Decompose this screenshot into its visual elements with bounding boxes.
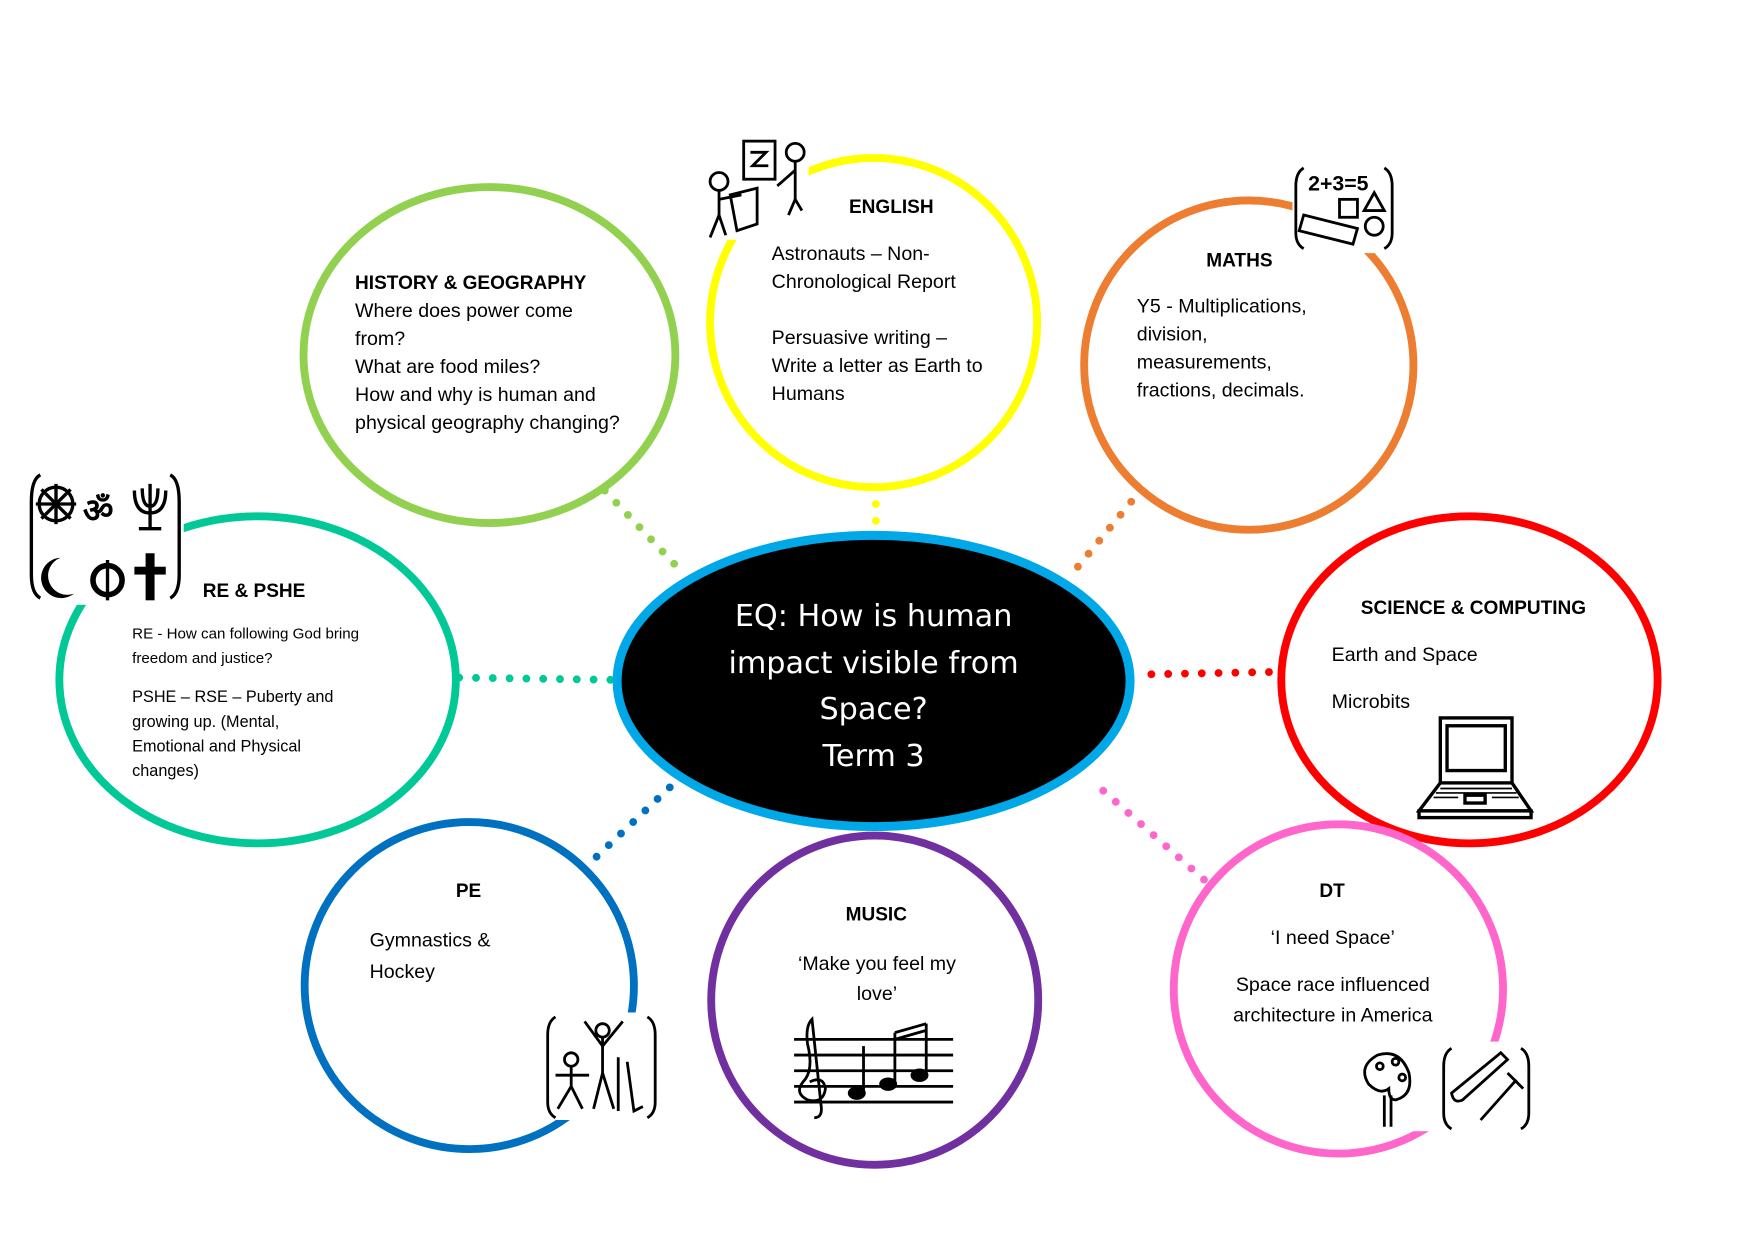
maths-icon-text: 2+3=5 xyxy=(1308,171,1368,195)
music-notes-icon xyxy=(794,1016,954,1120)
english-line: Chronological Report xyxy=(771,269,956,293)
pe-line: Gymnastics & xyxy=(369,928,491,951)
connector-history xyxy=(600,486,690,580)
history-line: from? xyxy=(355,327,406,350)
eq-line: impact visible from xyxy=(728,645,1019,681)
gymnastics-hockey-icon xyxy=(546,1015,657,1119)
maths-bubble xyxy=(1080,196,1418,534)
history-line: How and why is human and xyxy=(355,383,596,406)
pshe-line: growing up. (Mental, xyxy=(132,713,280,732)
svg-text:ॐ: ॐ xyxy=(83,490,114,530)
music-line: ‘Make you feel my xyxy=(797,952,956,975)
connector-pe xyxy=(580,783,674,872)
history-line: What are food miles? xyxy=(355,355,541,378)
connector-re xyxy=(455,673,615,684)
re-text: RE - How can following God bring freedom… xyxy=(132,622,359,784)
maths-line: Y5 - Multiplications, xyxy=(1136,294,1307,317)
dt-line: architecture in America xyxy=(1233,1003,1433,1026)
english-line: Humans xyxy=(771,381,845,405)
maths-line: fractions, decimals. xyxy=(1136,378,1305,401)
center-bubble xyxy=(612,530,1135,832)
re-line: freedom and justice? xyxy=(132,649,273,667)
art-tools-icon xyxy=(1363,1047,1531,1131)
laptop-icon xyxy=(1415,716,1535,820)
pe-bubble xyxy=(300,818,638,1154)
dt-line: Space race influenced xyxy=(1235,973,1430,996)
maths-text: Y5 - Multiplications, division, measurem… xyxy=(1137,292,1307,404)
music-line: love’ xyxy=(856,982,898,1005)
re-line: RE - How can following God bring xyxy=(132,624,360,642)
music-bubble xyxy=(707,831,1043,1169)
history-line: physical geography changing? xyxy=(355,411,620,434)
history-text: HISTORY & GEOGRAPHY Where does power com… xyxy=(355,269,620,437)
science-line: Earth and Space xyxy=(1331,642,1478,666)
maths-line: measurements, xyxy=(1136,350,1272,373)
music-text: ‘Make you feel my love’ xyxy=(765,949,989,1009)
dt-line: ‘I need Space’ xyxy=(1270,926,1395,949)
essential-question: EQ: How is human impact visible from Spa… xyxy=(672,594,1075,780)
history-title: HISTORY & GEOGRAPHY xyxy=(355,272,587,294)
dt-bubble xyxy=(1169,820,1507,1158)
history-line: Where does power come xyxy=(355,299,573,322)
eq-line: EQ: How is human xyxy=(734,599,1013,634)
pe-line: Hockey xyxy=(369,959,435,983)
science-bubble xyxy=(1277,512,1662,848)
english-line: Astronauts – Non- xyxy=(771,241,930,265)
english-line: Write a letter as Earth to xyxy=(771,353,983,377)
english-text: Astronauts – Non- Chronological Report P… xyxy=(772,240,983,408)
history-bubble xyxy=(299,183,680,527)
re-bubble xyxy=(55,512,460,848)
maths-line: division, xyxy=(1136,322,1208,345)
pshe-line: Emotional and Physical xyxy=(132,738,301,756)
maths-symbols-icon: 2+3=5 xyxy=(1294,166,1394,250)
pe-title: PE xyxy=(455,880,482,902)
teacher-presentation-icon xyxy=(708,139,806,238)
pshe-line: PSHE – RSE – Puberty and xyxy=(132,688,334,707)
music-title: MUSIC xyxy=(845,903,907,926)
pe-text: Gymnastics & Hockey xyxy=(370,924,491,987)
re-title: RE & PSHE xyxy=(202,580,306,602)
dt-text: ‘I need Space’ Space race influenced arc… xyxy=(1198,924,1467,1029)
dt-title: DT xyxy=(1319,880,1345,902)
eq-line: Space? xyxy=(819,692,928,727)
maths-title: MATHS xyxy=(1206,249,1273,272)
english-bubble xyxy=(706,154,1042,492)
religions-symbols-icon: ॐ xyxy=(29,473,181,601)
term-label: Term 3 xyxy=(822,738,925,774)
science-line: Microbits xyxy=(1331,689,1411,713)
english-line: Persuasive writing – xyxy=(771,325,948,349)
science-title: SCIENCE & COMPUTING xyxy=(1360,596,1587,619)
pshe-line: changes) xyxy=(132,762,199,781)
connector-science xyxy=(1147,668,1276,679)
connector-dt xyxy=(1099,786,1212,887)
connector-maths xyxy=(1065,497,1136,581)
english-title: ENGLISH xyxy=(848,196,934,218)
